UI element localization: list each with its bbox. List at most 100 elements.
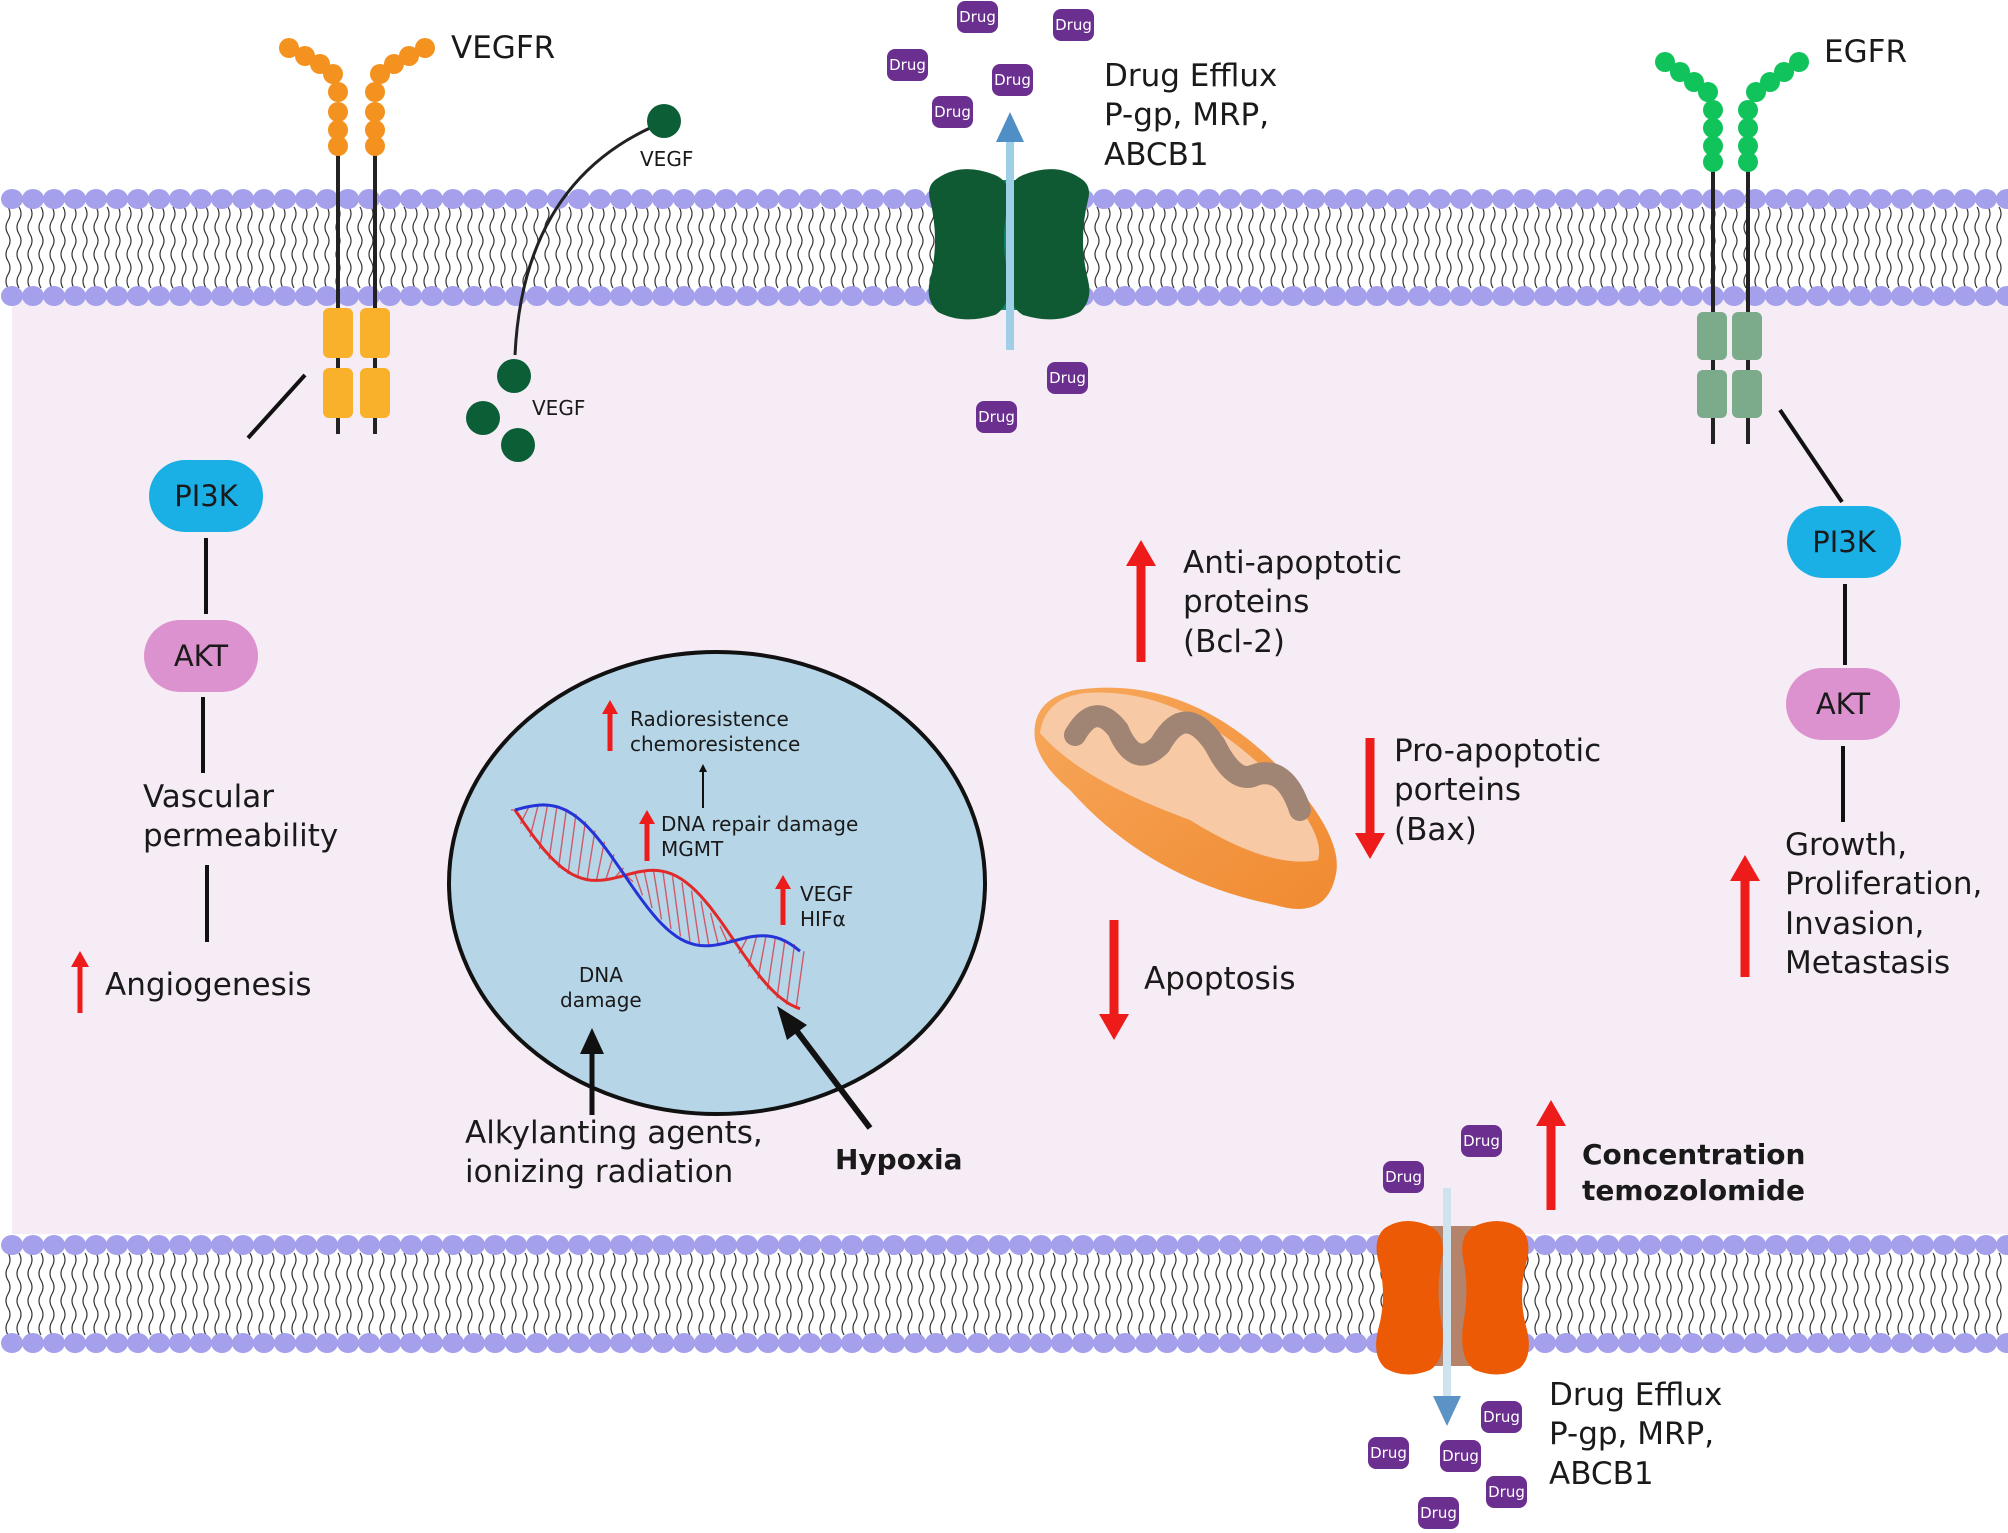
lipid-head bbox=[1513, 286, 1535, 306]
lipid-head bbox=[1618, 1333, 1640, 1353]
efflux-bottom-line-2: P-gp, MRP, bbox=[1549, 1416, 1715, 1453]
vegf-ligand-label: VEGF bbox=[640, 147, 694, 171]
lipid-head bbox=[883, 1235, 905, 1255]
lipid-head bbox=[526, 1235, 548, 1255]
angiogenesis-up-arrow bbox=[77, 967, 83, 1013]
lipid-head bbox=[1933, 189, 1955, 209]
lipid-head bbox=[778, 1235, 800, 1255]
lipid-head bbox=[736, 286, 758, 306]
lipid-head bbox=[1681, 1333, 1703, 1353]
lipid-head bbox=[526, 1333, 548, 1353]
lipid-head bbox=[1198, 1235, 1220, 1255]
lipid-head bbox=[148, 1333, 170, 1353]
lipid-head bbox=[841, 189, 863, 209]
drug-molecule: Drug bbox=[957, 1, 998, 33]
lipid-head bbox=[799, 286, 821, 306]
lipid-head bbox=[1093, 1333, 1115, 1353]
dna-repair-up-arrow-head bbox=[639, 810, 655, 824]
lipid-head bbox=[1135, 1235, 1157, 1255]
lipid-head bbox=[1555, 189, 1577, 209]
lipid-head bbox=[1933, 1333, 1955, 1353]
drug-molecule: Drug bbox=[1486, 1476, 1527, 1508]
lipid-head bbox=[1660, 189, 1682, 209]
lipid-head bbox=[1933, 1235, 1955, 1255]
drug-molecule: Drug bbox=[1047, 362, 1088, 394]
lipid-head bbox=[22, 1235, 44, 1255]
drug-molecule: Drug bbox=[1440, 1440, 1481, 1472]
lipid-head bbox=[1219, 189, 1241, 209]
lipid-head bbox=[1198, 189, 1220, 209]
drug-molecule: Drug bbox=[992, 64, 1033, 96]
lipid-head bbox=[652, 1235, 674, 1255]
lipid-head bbox=[1660, 1333, 1682, 1353]
lipid-head bbox=[715, 286, 737, 306]
temozolomide-label: Concentration temozolomide bbox=[1582, 1137, 1805, 1208]
dna-damage-line-2: damage bbox=[560, 988, 642, 1013]
receptor-domain bbox=[365, 82, 385, 102]
lipid-head bbox=[106, 189, 128, 209]
lipid-head bbox=[484, 189, 506, 209]
lipid-head bbox=[295, 189, 317, 209]
lipid-head bbox=[1702, 1235, 1724, 1255]
lipid-head bbox=[253, 189, 275, 209]
lipid-head bbox=[1492, 286, 1514, 306]
receptor-domain bbox=[1746, 82, 1766, 102]
lipid-head bbox=[1366, 286, 1388, 306]
lipid-head bbox=[694, 1235, 716, 1255]
lipid-head bbox=[589, 1235, 611, 1255]
lipid-head bbox=[64, 189, 86, 209]
lipid-head bbox=[1156, 286, 1178, 306]
lipid-head bbox=[946, 1333, 968, 1353]
lipid-head bbox=[904, 1333, 926, 1353]
pro-line-2: porteins bbox=[1394, 772, 1522, 809]
cytoplasm bbox=[12, 300, 2008, 1234]
lipid-head bbox=[1345, 286, 1367, 306]
lipid-head bbox=[547, 1333, 569, 1353]
external-arrows bbox=[580, 1006, 873, 1130]
lipid-head bbox=[1324, 1235, 1346, 1255]
lipid-head bbox=[1534, 1333, 1556, 1353]
lipid-head bbox=[85, 189, 107, 209]
vegf-hif-up-arrow-head bbox=[775, 875, 791, 889]
vascular-line-1: Vascular bbox=[143, 779, 274, 815]
lipid-tails bbox=[5, 206, 2002, 289]
drug-molecule: Drug bbox=[1383, 1161, 1424, 1193]
lipid-head bbox=[1303, 286, 1325, 306]
lipid-head bbox=[1891, 286, 1913, 306]
lipid-head bbox=[1660, 1235, 1682, 1255]
receptor-domain bbox=[1738, 100, 1758, 120]
lipid-head bbox=[1996, 189, 2008, 209]
lipid-head bbox=[232, 1235, 254, 1255]
lipid-head bbox=[295, 1333, 317, 1353]
lipid-head bbox=[1114, 286, 1136, 306]
lipid-head bbox=[883, 189, 905, 209]
lipid-head bbox=[1030, 1235, 1052, 1255]
lipid-head bbox=[274, 1333, 296, 1353]
agents-line-1: Alkylanting agents, bbox=[465, 1115, 763, 1151]
lipid-head bbox=[820, 286, 842, 306]
anti-apoptotic-up-arrow-head bbox=[1126, 540, 1156, 566]
lipid-head bbox=[64, 1235, 86, 1255]
lipid-head bbox=[547, 189, 569, 209]
receptor-domain bbox=[365, 120, 385, 140]
lipid-head bbox=[1471, 286, 1493, 306]
lipid-head bbox=[862, 1235, 884, 1255]
lipid-head bbox=[1765, 1235, 1787, 1255]
lipid-head bbox=[1597, 1333, 1619, 1353]
lipid-head bbox=[1786, 189, 1808, 209]
lipid-head bbox=[1807, 189, 1829, 209]
lipid-head bbox=[316, 286, 338, 306]
lipid-head bbox=[43, 189, 65, 209]
lipid-head bbox=[1849, 286, 1871, 306]
efflux-bottom-line-1: Drug Efflux bbox=[1549, 1377, 1723, 1413]
lipid-head bbox=[1408, 286, 1430, 306]
lipid-head bbox=[1723, 1333, 1745, 1353]
receptor-domain bbox=[365, 102, 385, 122]
agents-line-2: ionizing radiation bbox=[465, 1154, 734, 1191]
lipid-head bbox=[358, 1333, 380, 1353]
lipid-head bbox=[1, 286, 23, 306]
apoptosis-down-arrow bbox=[1109, 920, 1119, 1014]
lipid-head bbox=[106, 286, 128, 306]
lipid-head bbox=[1156, 189, 1178, 209]
